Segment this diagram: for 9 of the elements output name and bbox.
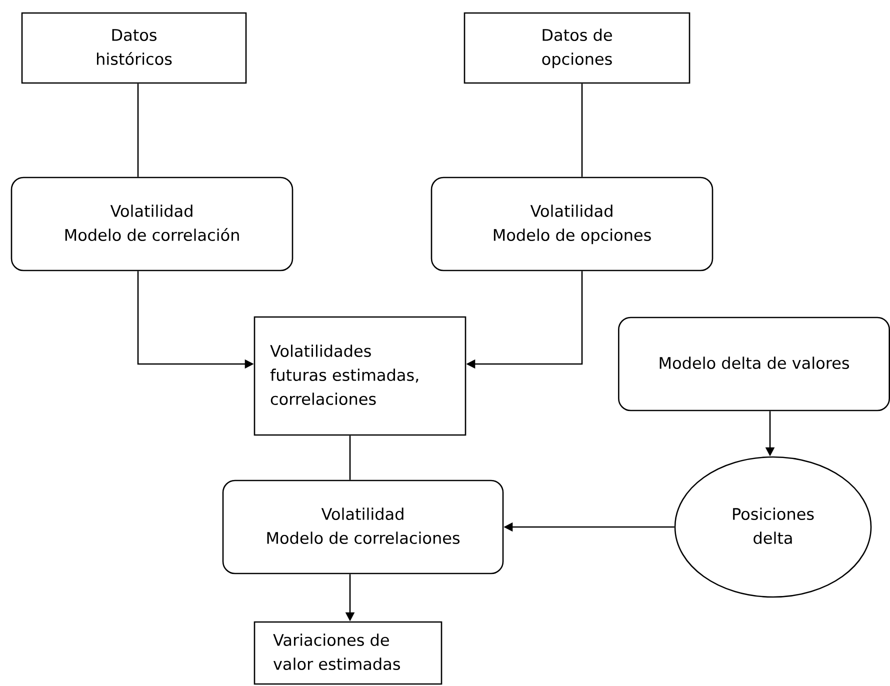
- rounded-box: Volatilidad Modelo de opciones: [430, 176, 714, 272]
- rounded-box: Volatilidad Modelo de correlaciones: [222, 480, 504, 574]
- process-box: Datos históricos: [21, 12, 247, 84]
- rounded-box: Volatilidad Modelo de correlación: [10, 176, 294, 272]
- ellipse-node: Posiciones delta: [674, 456, 872, 598]
- process-box: Variaciones de valor estimadas: [254, 621, 442, 685]
- rounded-box: Modelo delta de valores: [618, 316, 890, 412]
- process-box: Datos de opciones: [464, 12, 690, 84]
- process-box: Volatilidades futuras estimadas, correlaciones: [254, 316, 466, 436]
